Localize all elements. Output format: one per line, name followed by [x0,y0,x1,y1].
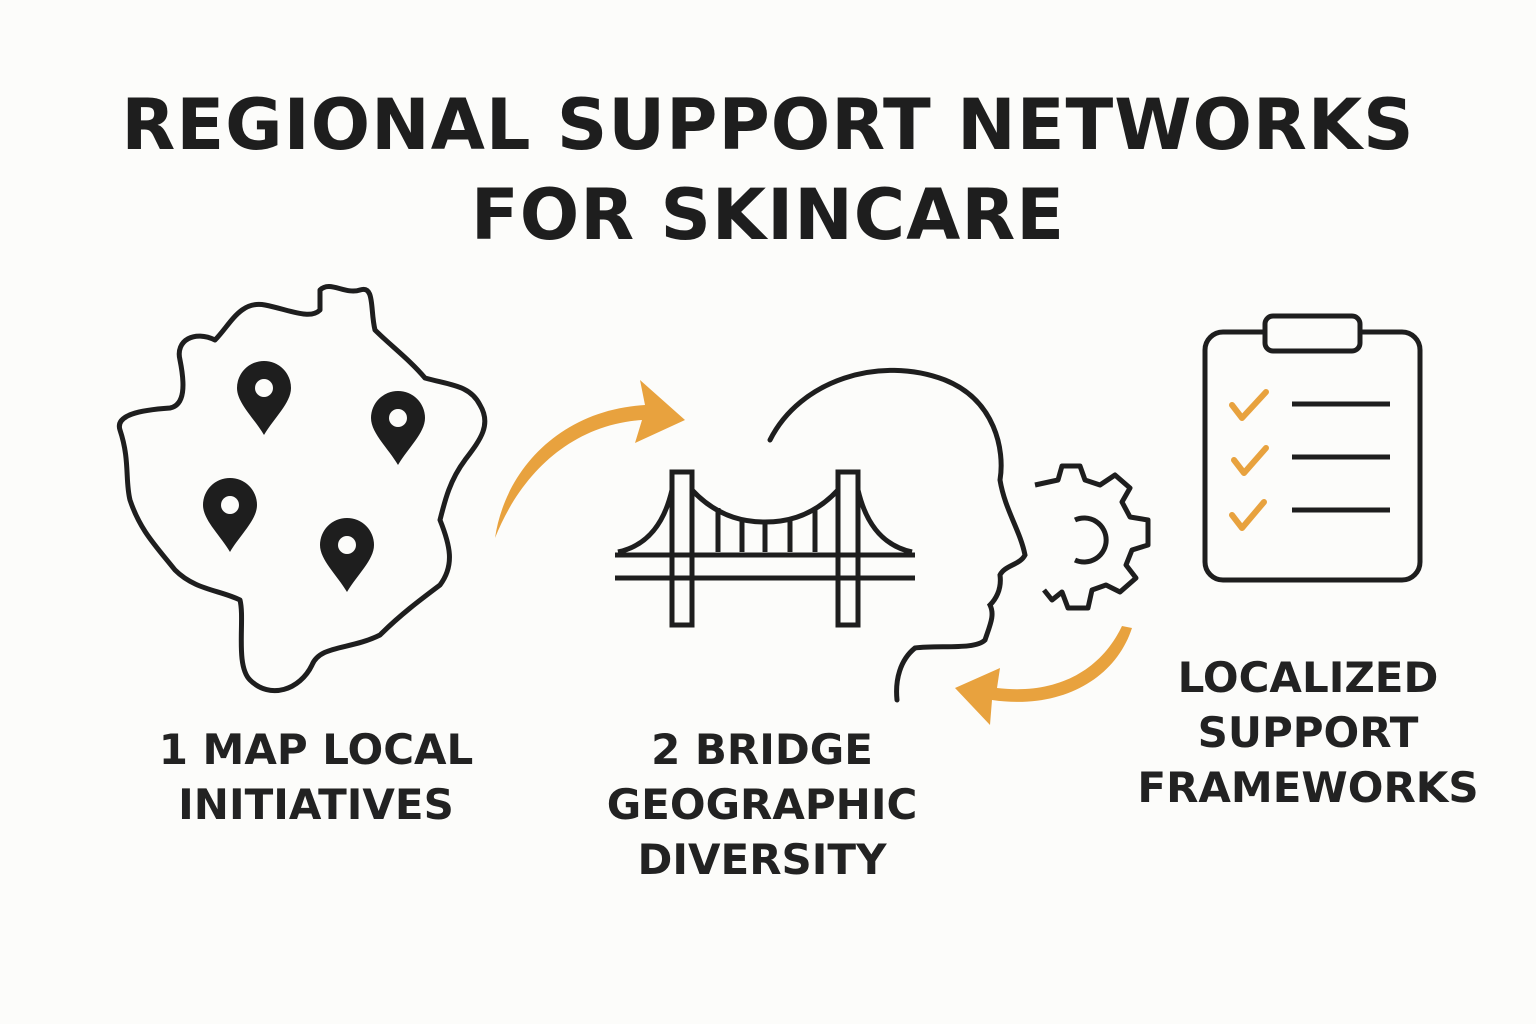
checkmark-icon [1229,389,1269,421]
step-1-line: 1 MAP LOCAL [158,725,474,774]
step-2-line: 2 BRIDGE [651,725,873,774]
bridge-icon [615,469,915,628]
step-3-line: SUPPORT [1197,708,1419,757]
location-pin-icon [320,518,374,592]
arrow-icon [495,380,685,538]
return-arrow-icon [955,626,1132,725]
title-line-2: FOR SKINCARE [470,174,1066,256]
step-2-line: DIVERSITY [637,835,887,884]
step-1-line: INITIATIVES [178,780,454,829]
step-2-label: 2 BRIDGE GEOGRAPHIC DIVERSITY [582,722,942,887]
location-pin-icon [203,478,257,552]
checkmark-icon [1229,499,1267,531]
location-pin-icon [371,391,425,465]
location-pins [203,361,425,592]
region-map-icon [116,283,488,694]
step-1-label: 1 MAP LOCAL INITIATIVES [136,722,496,832]
step-3-line: FRAMEWORKS [1137,763,1479,812]
head-profile-icon [767,367,1028,703]
title-line-1: REGIONAL SUPPORT NETWORKS [121,84,1415,166]
gear-icon [1034,463,1151,611]
location-pin-icon [237,361,291,435]
step-3-label: LOCALIZED SUPPORT FRAMEWORKS [1118,650,1498,815]
step-2-line: GEOGRAPHIC [606,780,918,829]
checkmark-icon [1231,445,1269,476]
clipboard-checklist-icon [1202,313,1423,583]
step-3-line: LOCALIZED [1177,653,1439,702]
